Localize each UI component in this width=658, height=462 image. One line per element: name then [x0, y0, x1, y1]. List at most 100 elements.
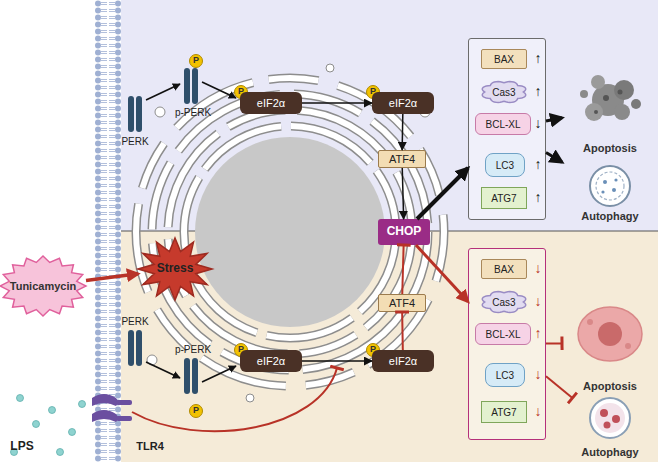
node-text: Autophagy — [581, 210, 638, 222]
node-text: BAX — [494, 54, 514, 65]
protein-box: ATF4 — [378, 294, 426, 312]
node-text: P — [193, 406, 199, 416]
connector-arrow — [402, 168, 403, 219]
connector-arrow — [401, 114, 403, 150]
nucleus — [195, 137, 385, 327]
ligand-label: LPS — [10, 440, 33, 452]
protein-cloud: Cas3 — [481, 81, 527, 103]
protein-cloud-fill — [482, 82, 525, 103]
receptor-label: TLR4 — [136, 441, 164, 452]
change-arrow: ↓ — [535, 367, 542, 381]
effect-panel: BAX Cas3BCL-XL LC3ATG7 — [468, 38, 546, 220]
protein-cloud-fill — [482, 292, 525, 313]
cell-membrane — [95, 0, 121, 462]
change-arrow: ↓ — [535, 116, 542, 130]
phosphorylation-arrows — [146, 82, 236, 382]
protein-box: eIF2α — [372, 350, 434, 372]
protein-box: eIF2α — [240, 350, 302, 372]
change-arrow: ↑ — [535, 84, 542, 98]
connector-arrow — [546, 342, 562, 344]
node-text: BAX — [494, 264, 514, 275]
connector-arrow — [402, 245, 403, 294]
node-text: Apoptosis — [583, 142, 637, 154]
connector-arrow — [417, 168, 468, 219]
connector-arrow — [86, 274, 138, 281]
protein-box: BCL-XL — [475, 323, 531, 345]
change-arrow: ↑ — [535, 326, 542, 340]
protein-cloud: Cas3 — [481, 291, 527, 313]
apoptosis-cell-top — [580, 75, 641, 121]
apoptosis-cell-bottom — [578, 307, 642, 361]
node-text: BCL-XL — [485, 119, 520, 130]
lps-inhibition-curve — [132, 368, 337, 431]
node-text: eIF2α — [389, 97, 417, 109]
change-arrow: ↓ — [535, 261, 542, 275]
protein-box: ATF4 — [378, 150, 426, 168]
node-text: Autophagy — [581, 446, 638, 458]
change-arrow: ↓ — [535, 404, 542, 418]
change-arrow: ↑ — [535, 157, 542, 171]
node-text: P — [370, 87, 376, 97]
outcome-node: Apoptosis — [562, 60, 658, 156]
node-text: Cas3 — [492, 297, 515, 308]
chop-box: CHOP — [378, 219, 430, 245]
protein-box: ATG7 — [481, 401, 527, 423]
protein-box: BAX — [481, 259, 527, 279]
connector-arrow — [546, 152, 562, 162]
nucleus-er — [136, 64, 444, 402]
outcome-node: Autophagy — [562, 398, 658, 460]
stress-star: Stress — [138, 238, 212, 300]
receptor-label: PERK — [121, 317, 148, 327]
protein-box: BAX — [481, 49, 527, 69]
protein-box: LC3 — [485, 153, 525, 177]
autophagy-vesicle-top — [590, 166, 630, 206]
node-text: BCL-XL — [485, 329, 520, 340]
effect-panel: BAX Cas3BCL-XL LC3ATG7 — [468, 248, 546, 440]
connector-arrow — [416, 245, 468, 302]
node-text: LC3 — [496, 370, 514, 381]
node-text: Tunicamycin — [10, 280, 76, 292]
node-text: P — [238, 87, 244, 97]
tlr4-receptor — [92, 394, 132, 422]
stimulus-burst: Tunicamycin — [0, 256, 86, 316]
change-arrow: ↑ — [535, 51, 542, 65]
outcome-node: Apoptosis — [562, 292, 658, 394]
lps-molecules — [11, 395, 86, 456]
protein-box: ATG7 — [481, 187, 527, 209]
node-text: eIF2α — [389, 355, 417, 367]
node-text: ATF4 — [389, 153, 415, 165]
node-text: Stress — [157, 262, 194, 275]
change-arrow: ↓ — [535, 294, 542, 308]
receptor-label: p-PERK — [175, 108, 211, 118]
receptor-label: p-PERK — [175, 345, 211, 355]
phospho-circle: P — [189, 404, 203, 418]
node-text: ATG7 — [491, 193, 516, 204]
node-text: ATG7 — [491, 407, 516, 418]
node-text: Apoptosis — [583, 380, 637, 392]
node-text: P — [193, 56, 199, 66]
phospho-circle: P — [189, 54, 203, 68]
connector-arrow — [401, 312, 404, 350]
connector-arrow — [302, 360, 372, 362]
autophagy-vesicle-bottom — [590, 398, 630, 438]
connector-arrow — [546, 118, 562, 121]
node-text: Cas3 — [492, 87, 515, 98]
stimulus-burst-fill — [0, 256, 86, 316]
node-text: P — [238, 345, 244, 355]
connector-arrow — [302, 102, 372, 104]
outcome-node: Autophagy — [562, 158, 658, 224]
node-text: ATF4 — [389, 297, 415, 309]
protein-box: eIF2α — [372, 92, 434, 114]
protein-box: BCL-XL — [475, 113, 531, 135]
protein-box: eIF2α — [240, 92, 302, 114]
protein-box: LC3 — [485, 363, 525, 387]
stress-star-fill — [138, 238, 212, 300]
connector-arrow — [546, 376, 572, 398]
change-arrow: ↑ — [535, 190, 542, 204]
node-text: LC3 — [496, 160, 514, 171]
node-text: CHOP — [387, 225, 422, 238]
